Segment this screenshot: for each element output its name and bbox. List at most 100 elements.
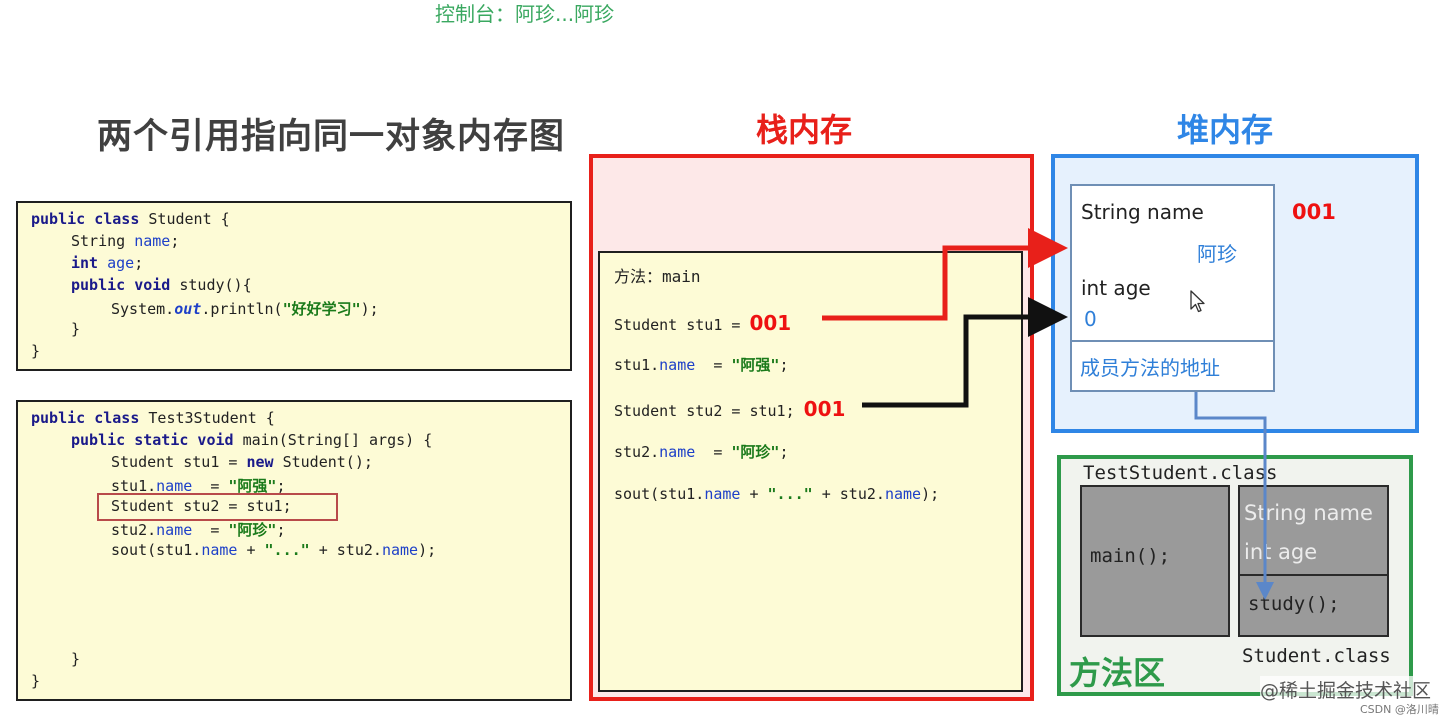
method-area-title: 方法区 bbox=[1069, 654, 1166, 692]
method-address-link bbox=[1194, 392, 1274, 600]
code1-line5: System.out.println("好好学习"); bbox=[111, 298, 379, 319]
student-class-label: Student.class bbox=[1242, 645, 1391, 667]
code1-line1: public class Student { bbox=[31, 210, 230, 228]
stack-string: "阿强" bbox=[731, 356, 780, 374]
heap-field-name: String name bbox=[1081, 200, 1204, 224]
code1-line7: } bbox=[31, 342, 41, 360]
test3student-code bbox=[16, 400, 572, 701]
code1-line2: String name; bbox=[71, 232, 179, 250]
frame-method-label: 方法：main bbox=[614, 267, 701, 286]
code2-line6: stu2.name = "阿珍"; bbox=[111, 519, 286, 540]
heap-value-name: 阿珍 bbox=[1197, 242, 1237, 266]
watermark: @稀土掘金技术社区 bbox=[1260, 676, 1432, 703]
code2-text: ); bbox=[418, 541, 437, 559]
code2-text: + bbox=[237, 541, 265, 559]
stack-text: + bbox=[740, 485, 768, 503]
stack-text: ); bbox=[921, 485, 940, 503]
code2-string: "阿强" bbox=[228, 477, 277, 495]
code1-string: "好好学习" bbox=[282, 300, 361, 318]
main-method-cell bbox=[1080, 485, 1230, 637]
stack-line3: Student stu2 = stu1; 001 bbox=[614, 397, 845, 421]
stack-text: stu2. bbox=[614, 443, 660, 461]
code2-field: name bbox=[156, 521, 193, 539]
code1-line3: int age; bbox=[71, 254, 143, 272]
code2-line1: public class Test3Student { bbox=[31, 409, 275, 427]
code2-field: name bbox=[156, 477, 193, 495]
stack-field: name bbox=[659, 356, 696, 374]
main-method-label: main(); bbox=[1090, 545, 1171, 567]
code1-type: String bbox=[71, 232, 135, 250]
page-title: 两个引用指向同一对象内存图 bbox=[97, 117, 566, 157]
stack-text: ; bbox=[779, 443, 789, 461]
stack-field: name bbox=[884, 485, 922, 503]
code1-text: ; bbox=[134, 254, 144, 272]
stack-text: Student stu2 = stu1; bbox=[614, 402, 804, 420]
highlight-box bbox=[97, 493, 338, 521]
code2-line4: stu1.name = "阿强"; bbox=[111, 475, 286, 496]
code2-string: "阿珍" bbox=[228, 521, 277, 539]
heap-value-age: 0 bbox=[1084, 307, 1097, 331]
teststudent-class-label: TestStudent.class bbox=[1083, 462, 1278, 484]
code1-text: Student { bbox=[139, 210, 230, 228]
method-address-label: 成员方法的地址 bbox=[1080, 356, 1220, 380]
stack-string: "阿珍" bbox=[731, 443, 780, 461]
code1-kw: public class bbox=[31, 210, 140, 228]
code1-kw: public void bbox=[71, 276, 171, 294]
code1-text: .println( bbox=[201, 300, 283, 318]
code1-text: ; bbox=[170, 232, 180, 250]
stack-string: "..." bbox=[767, 485, 813, 503]
code2-kw: public static void bbox=[71, 431, 234, 449]
code2-text: Test3Student { bbox=[139, 409, 275, 427]
console-caption: 控制台：阿珍...阿珍 bbox=[435, 2, 615, 26]
code2-text: Student(); bbox=[273, 453, 373, 471]
code2-text: stu1. bbox=[111, 477, 157, 495]
code2-kw: new bbox=[246, 453, 274, 471]
stack-field: name bbox=[704, 485, 741, 503]
code2-line8: } bbox=[71, 650, 81, 668]
stack-text: Student stu1 = bbox=[614, 316, 750, 334]
code2-field: name bbox=[201, 541, 238, 559]
object-method-address bbox=[1070, 340, 1275, 392]
main-stack-frame bbox=[598, 251, 1023, 692]
code2-line3: Student stu1 = new Student(); bbox=[111, 453, 373, 471]
code2-string: "..." bbox=[264, 541, 310, 559]
code2-text: = bbox=[192, 477, 229, 495]
heap-title: 堆内存 bbox=[1177, 111, 1274, 149]
code2-line7: sout(stu1.name + "..." + stu2.name); bbox=[111, 541, 436, 559]
stu2-address: 001 bbox=[803, 397, 846, 421]
stack-text: sout(stu1. bbox=[614, 485, 705, 503]
object-address-label: 001 bbox=[1292, 200, 1336, 224]
code2-text: ; bbox=[276, 477, 286, 495]
stu1-address: 001 bbox=[749, 311, 792, 335]
code1-text: System. bbox=[111, 300, 175, 318]
stack-line4: stu2.name = "阿珍"; bbox=[614, 441, 789, 462]
code1-line4: public void study(){ bbox=[71, 276, 252, 294]
stack-text: + stu2. bbox=[812, 485, 885, 503]
stack-text: = bbox=[695, 443, 732, 461]
code1-field: age bbox=[98, 254, 135, 272]
code2-line9: } bbox=[31, 672, 41, 690]
code2-text: sout(stu1. bbox=[111, 541, 202, 559]
code1-field: name bbox=[134, 232, 171, 250]
code2-text: ; bbox=[276, 521, 286, 539]
heap-field-age: int age bbox=[1081, 276, 1151, 300]
code1-text: study(){ bbox=[170, 276, 252, 294]
stack-line1: Student stu1 = 001 bbox=[614, 311, 791, 335]
code1-field: out bbox=[174, 300, 202, 318]
stu2-reference-arrow bbox=[862, 297, 1068, 408]
code2-text: main(String[] args) { bbox=[233, 431, 433, 449]
credit: CSDN @洛川晴 bbox=[1360, 703, 1439, 716]
code2-text: + stu2. bbox=[309, 541, 382, 559]
stack-text: = bbox=[695, 356, 732, 374]
student-class-code bbox=[16, 201, 572, 371]
stack-field: name bbox=[659, 443, 696, 461]
code1-kw: int bbox=[71, 254, 99, 272]
code2-field: name bbox=[381, 541, 419, 559]
stack-text: ; bbox=[779, 356, 789, 374]
code2-kw: public class bbox=[31, 409, 140, 427]
code2-text: stu2. bbox=[111, 521, 157, 539]
code2-text: Student stu1 = bbox=[111, 453, 247, 471]
stu1-reference-arrow bbox=[822, 228, 1068, 321]
stack-line2: stu1.name = "阿强"; bbox=[614, 354, 789, 375]
